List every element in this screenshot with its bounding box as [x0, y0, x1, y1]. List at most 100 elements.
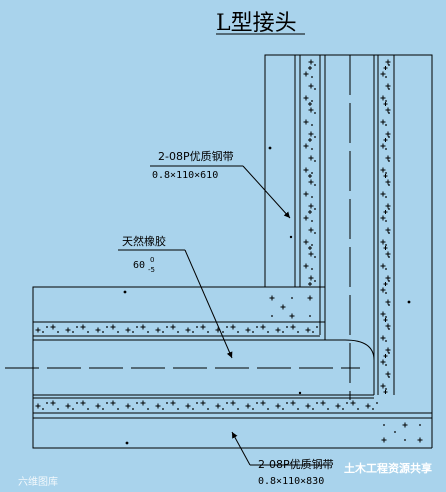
fill-plus-mark [303, 263, 309, 269]
fill-dot-mark [42, 408, 44, 410]
fill-plus-mark [269, 295, 275, 301]
fill-dot-mark [192, 408, 194, 410]
fill-plus-mark [383, 210, 388, 214]
watermark-right: 土木工程资源共享 [344, 461, 432, 475]
fill-dot-mark [117, 408, 119, 410]
fill-plus-mark [380, 239, 386, 245]
fill-plus-mark [385, 59, 391, 65]
fill-dot-mark [207, 408, 209, 410]
fill-plus-mark [350, 400, 356, 406]
fill-plus-mark [335, 403, 341, 409]
fill-dot-mark [312, 331, 314, 333]
fill-plus-mark [110, 400, 116, 406]
fill-dot-mark [147, 331, 149, 333]
fill-dot-mark [385, 316, 387, 318]
fill-plus-mark [383, 138, 388, 142]
fill-plus-mark [385, 371, 391, 377]
fill-plus-mark [308, 155, 314, 161]
fill-dot-mark [314, 184, 316, 186]
fill-plus-mark [308, 246, 312, 250]
fill-dot-mark [42, 331, 44, 333]
fill-plus-mark [95, 403, 101, 409]
fill-dot-mark [252, 408, 254, 410]
fill-plus-mark [290, 324, 296, 330]
fill-dot-mark [314, 64, 316, 66]
fill-plus-mark [155, 327, 161, 333]
fill-dot-mark [311, 196, 313, 198]
fill-dot-mark [388, 136, 390, 138]
fill-plus-mark [65, 403, 71, 409]
fill-dot-mark [177, 408, 179, 410]
fill-dot-mark [314, 112, 316, 114]
rubber-size: 60 [133, 260, 145, 271]
fill-dot-mark [385, 364, 387, 366]
fill-plus-mark [380, 191, 386, 197]
fill-dot-mark [207, 331, 209, 333]
fill-dot-mark [237, 408, 239, 410]
fill-plus-mark [380, 95, 386, 101]
fill-plus-mark [383, 66, 388, 70]
fill-plus-mark [289, 313, 295, 319]
vertical-right-rubber-band [380, 59, 391, 394]
fill-plus-mark [383, 246, 388, 250]
fill-dot-mark [311, 268, 313, 270]
aggregate-dots [123, 146, 411, 445]
fill-dot-mark [316, 326, 318, 328]
fill-dot-mark [76, 326, 78, 328]
fill-dot-mark [314, 136, 316, 138]
fill-dot-mark [222, 331, 224, 333]
fill-plus-mark [290, 400, 296, 406]
fill-dot-mark [385, 244, 387, 246]
fill-plus-mark [380, 263, 386, 269]
fill-dot-mark [388, 304, 390, 306]
fill-dot-mark [196, 402, 198, 404]
fill-dot-mark [282, 331, 284, 333]
fill-plus-mark [303, 119, 309, 125]
fill-plus-mark [308, 174, 312, 178]
fill-plus-mark [155, 403, 161, 409]
fill-plus-mark [380, 167, 386, 173]
fill-dot-mark [388, 376, 390, 378]
fill-dot-mark [46, 402, 48, 404]
fill-dot-mark [314, 88, 316, 90]
fill-plus-mark [308, 275, 314, 281]
fill-dot-mark [385, 340, 387, 342]
fill-dot-mark [166, 326, 168, 328]
fill-plus-mark [383, 102, 388, 106]
fill-plus-mark [245, 403, 251, 409]
fill-plus-mark [380, 335, 386, 341]
fill-dot-mark [286, 326, 288, 328]
fill-plus-mark [385, 203, 391, 209]
fill-dot-mark [404, 439, 406, 441]
fill-plus-mark [380, 383, 386, 389]
fill-plus-mark [385, 299, 391, 305]
fill-dot-mark [314, 256, 316, 258]
fill-plus-mark [308, 203, 314, 209]
fill-dot-mark [312, 408, 314, 410]
fill-dot-mark [388, 88, 390, 90]
fill-dot-mark [57, 408, 59, 410]
fill-plus-mark [385, 155, 391, 161]
fill-dot-mark [196, 326, 198, 328]
fill-dot-mark [256, 326, 258, 328]
fill-plus-mark [380, 311, 386, 317]
fill-dot-mark [117, 331, 119, 333]
fill-dot-mark [72, 408, 74, 410]
fill-dot-mark [346, 402, 348, 404]
fill-dot-mark [136, 326, 138, 328]
fill-dot-mark [376, 402, 378, 404]
fill-plus-mark [230, 324, 236, 330]
fill-dot-mark [327, 408, 329, 410]
vertical-arm [264, 54, 433, 448]
fill-plus-mark [303, 95, 309, 101]
fill-plus-mark [308, 282, 312, 286]
horizontal-upper-rubber-band [35, 324, 318, 333]
fill-plus-mark [170, 324, 176, 330]
fill-dot-mark [314, 208, 316, 210]
fill-plus-mark [380, 119, 386, 125]
fill-plus-mark [308, 251, 314, 257]
fill-dot-mark [311, 148, 313, 150]
fill-dot-mark [388, 256, 390, 258]
fill-dot-mark [385, 76, 387, 78]
